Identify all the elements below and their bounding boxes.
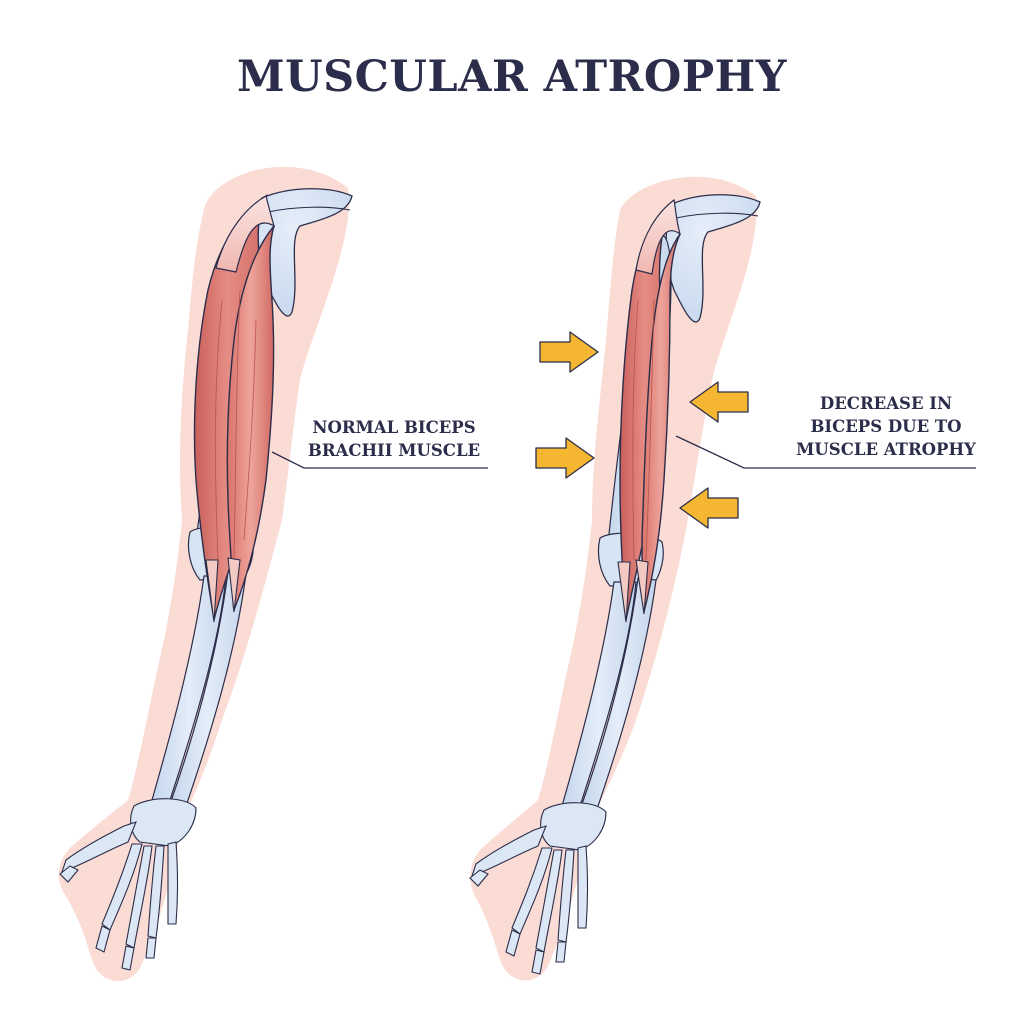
atrophy-leader-line [675, 435, 976, 469]
atrophy-label-line-3: MUSCLE ATROPHY [796, 440, 976, 459]
arrow-left-lower-icon [679, 487, 739, 529]
atrophy-arm [469, 176, 761, 981]
normal-label-line-2: BRACHII MUSCLE [307, 441, 481, 460]
atrophy-wrist [540, 802, 607, 851]
atrophy-biceps-tendon [635, 198, 682, 275]
arrow-right-lower-icon [535, 437, 595, 479]
normal-label-line-1: NORMAL BICEPS [312, 418, 476, 437]
normal-biceps-label: NORMAL BICEPS BRACHII MUSCLE [296, 416, 492, 462]
normal-arm [58, 166, 353, 982]
arrow-right-upper-icon [539, 331, 599, 373]
normal-wrist [130, 798, 197, 847]
atrophy-hand-bones [469, 825, 589, 975]
atrophy-biceps-label: DECREASE IN BICEPS DUE TO MUSCLE ATROPHY [788, 392, 984, 461]
normal-leader-line [271, 451, 488, 469]
atrophy-label-line-1: DECREASE IN [819, 394, 953, 413]
normal-biceps-tendon [215, 195, 275, 273]
page-title: MUSCULAR ATROPHY [236, 52, 788, 102]
compression-arrows [535, 331, 749, 529]
normal-hand-bones [59, 821, 179, 971]
arrow-left-upper-icon [689, 381, 749, 423]
atrophy-label-line-2: BICEPS DUE TO [810, 417, 962, 436]
